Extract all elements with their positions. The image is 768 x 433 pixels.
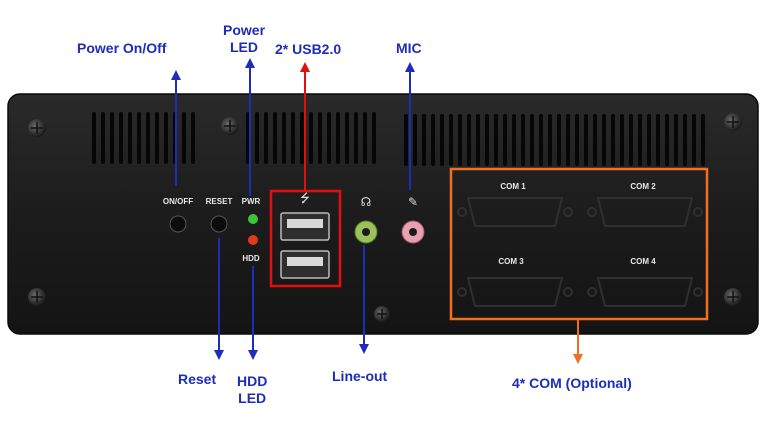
vent-slot: [593, 114, 597, 166]
chassis: [7, 93, 759, 335]
reset-button[interactable]: [210, 215, 228, 233]
com-port-4[interactable]: [596, 277, 694, 307]
callout-power-led-line2: LED: [230, 39, 258, 55]
callout-mic: MIC: [396, 40, 422, 56]
mic-icon: ✎: [408, 195, 418, 209]
vent-slot: [345, 112, 349, 164]
vent-slot: [557, 114, 561, 166]
vent-slot: [318, 112, 322, 164]
vent-slot: [110, 112, 114, 164]
vent-slot: [291, 112, 295, 164]
vent-slot: [683, 114, 687, 166]
vent-slot: [273, 112, 277, 164]
vent-slot: [620, 114, 624, 166]
vent-slot: [575, 114, 579, 166]
vent-slot: [300, 112, 304, 164]
com2-label: COM 2: [630, 182, 656, 191]
headphone-icon: ☊: [361, 195, 372, 209]
callout-reset: Reset: [178, 371, 217, 387]
com4-label: COM 4: [630, 257, 656, 266]
vent-slot: [327, 112, 331, 164]
vent-slot: [146, 112, 150, 164]
reset-label: RESET: [206, 197, 233, 206]
vent-slot: [309, 112, 313, 164]
callout-lineout: Line-out: [332, 368, 388, 384]
vent-slot: [611, 114, 615, 166]
vent-slot: [128, 112, 132, 164]
vent-slots: [92, 112, 705, 166]
vent-slot: [512, 114, 516, 166]
vent-slot: [422, 114, 426, 166]
screws: [28, 113, 742, 322]
vent-slot: [363, 112, 367, 164]
vent-slot: [674, 114, 678, 166]
vent-slot: [692, 114, 696, 166]
power-led: [248, 214, 258, 224]
onoff-label: ON/OFF: [163, 197, 193, 206]
vent-slot: [119, 112, 123, 164]
callout-usb: 2* USB2.0: [275, 41, 342, 57]
vent-slot: [372, 112, 376, 164]
vent-slot: [485, 114, 489, 166]
com3-label: COM 3: [498, 257, 524, 266]
com-ports: [457, 197, 703, 307]
power-button[interactable]: [169, 215, 187, 233]
vent-slot: [521, 114, 525, 166]
vent-slot: [191, 112, 195, 164]
vent-slot: [539, 114, 543, 166]
callout-power-onoff: Power On/Off: [77, 40, 167, 56]
vent-slot: [354, 112, 358, 164]
vent-slot: [336, 112, 340, 164]
vent-slot: [566, 114, 570, 166]
vent-slot: [92, 112, 96, 164]
callout-hdd-led-line2: LED: [238, 390, 267, 406]
vent-slot: [530, 114, 534, 166]
vent-slot: [629, 114, 633, 166]
callout-hdd-led: HDD LED: [237, 373, 267, 407]
vent-slot: [494, 114, 498, 166]
vent-slot: [656, 114, 660, 166]
callout-hdd-led-line1: HDD: [237, 373, 268, 389]
callout-power-led: Power LED: [223, 22, 265, 56]
com-port-2[interactable]: [596, 197, 694, 227]
vent-slot: [404, 114, 408, 166]
vent-slot: [101, 112, 105, 164]
vent-slot: [282, 112, 286, 164]
vent-slot: [137, 112, 141, 164]
vent-slot: [665, 114, 669, 166]
vent-slot: [701, 114, 705, 166]
com-port-1[interactable]: [466, 197, 564, 227]
vent-slot: [638, 114, 642, 166]
callout-power-led-line1: Power: [223, 22, 266, 38]
usb-icon: ⭍: [300, 191, 310, 205]
vent-slot: [155, 112, 159, 164]
vent-slot: [476, 114, 480, 166]
vent-slot: [440, 114, 444, 166]
vent-slot: [413, 114, 417, 166]
vent-slot: [602, 114, 606, 166]
vent-slot: [164, 112, 168, 164]
vent-slot: [647, 114, 651, 166]
com-port-3[interactable]: [466, 277, 564, 307]
vent-slot: [255, 112, 259, 164]
hdd-label: HDD: [242, 254, 260, 263]
com1-label: COM 1: [500, 182, 526, 191]
vent-slot: [264, 112, 268, 164]
vent-slot: [548, 114, 552, 166]
pwr-label: PWR: [242, 197, 261, 206]
vent-slot: [584, 114, 588, 166]
vent-slot: [431, 114, 435, 166]
vent-slot: [467, 114, 471, 166]
vent-slot: [449, 114, 453, 166]
callout-com: 4* COM (Optional): [512, 375, 632, 391]
callout-arrows: [171, 58, 583, 364]
vent-slot: [182, 112, 186, 164]
hdd-led: [248, 235, 258, 245]
vent-slot: [503, 114, 507, 166]
vent-slot: [458, 114, 462, 166]
